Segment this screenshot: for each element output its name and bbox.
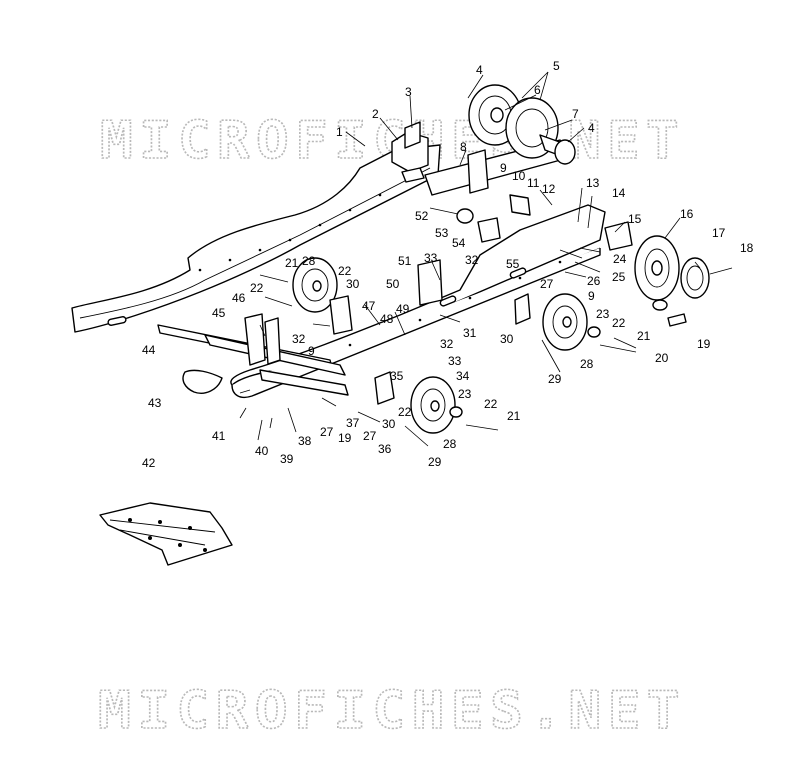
callout-53: 53 bbox=[435, 226, 449, 240]
callout-16: 16 bbox=[680, 207, 694, 221]
callout-45: 45 bbox=[212, 306, 226, 320]
callout-22-e: 22 bbox=[398, 405, 412, 419]
callout-29-a: 29 bbox=[548, 372, 562, 386]
callout-55: 55 bbox=[506, 257, 520, 271]
callout-33-b: 33 bbox=[448, 354, 462, 368]
callout-23-b: 23 bbox=[458, 387, 472, 401]
rail-bracket-upper bbox=[391, 121, 429, 173]
callout-4-lower: 4 bbox=[588, 121, 595, 135]
watermark-top: MICROFICHES.NET bbox=[100, 111, 685, 171]
callout-2: 2 bbox=[372, 107, 379, 121]
callout-27-c: 27 bbox=[363, 429, 377, 443]
callout-27-a: 27 bbox=[540, 277, 554, 291]
callout-32-c: 32 bbox=[440, 337, 454, 351]
callout-54: 54 bbox=[452, 236, 466, 250]
callout-22-b: 22 bbox=[250, 281, 264, 295]
end-wheel-assembly bbox=[604, 221, 733, 327]
callout-28-c: 28 bbox=[443, 437, 457, 451]
callout-4-upper: 4 bbox=[476, 63, 483, 77]
callout-21-a: 21 bbox=[285, 256, 299, 270]
callout-40: 40 bbox=[255, 444, 269, 458]
fasteners bbox=[239, 207, 637, 447]
callout-36: 36 bbox=[378, 442, 392, 456]
callout-6: 6 bbox=[534, 83, 541, 97]
callout-24: 24 bbox=[613, 252, 627, 266]
callout-31: 31 bbox=[463, 326, 477, 340]
callout-30-c: 30 bbox=[382, 417, 396, 431]
callout-27-b: 27 bbox=[320, 425, 334, 439]
spacers-and-blocks bbox=[417, 149, 531, 306]
callout-8: 8 bbox=[460, 140, 467, 154]
callout-18: 18 bbox=[740, 241, 754, 255]
cross-shafts bbox=[157, 313, 349, 396]
callout-38: 38 bbox=[298, 434, 312, 448]
callout-42: 42 bbox=[142, 456, 156, 470]
callout-43: 43 bbox=[148, 396, 162, 410]
callout-14: 14 bbox=[612, 186, 626, 200]
callout-19-a: 19 bbox=[697, 337, 711, 351]
left-rail bbox=[71, 144, 441, 333]
callout-46: 46 bbox=[232, 291, 246, 305]
callout-21-c: 21 bbox=[507, 409, 521, 423]
callout-23-a: 23 bbox=[596, 307, 610, 321]
callout-21-b: 21 bbox=[637, 329, 651, 343]
callout-44: 44 bbox=[142, 343, 156, 357]
callout-52: 52 bbox=[415, 209, 429, 223]
callout-17: 17 bbox=[712, 226, 726, 240]
callout-25: 25 bbox=[612, 270, 626, 284]
callout-41: 41 bbox=[212, 429, 226, 443]
callout-1: 1 bbox=[336, 125, 343, 139]
callout-22-a: 22 bbox=[338, 264, 352, 278]
callout-34: 34 bbox=[456, 369, 470, 383]
callout-9-b: 9 bbox=[588, 289, 595, 303]
callout-29-b: 29 bbox=[428, 455, 442, 469]
idler-wheel-right bbox=[514, 293, 637, 353]
idler-wheel-lower bbox=[374, 371, 499, 434]
watermark-bottom: MICROFICHES.NET bbox=[98, 681, 686, 741]
callout-48: 48 bbox=[380, 312, 394, 326]
callout-12: 12 bbox=[542, 182, 556, 196]
skid-plate bbox=[99, 502, 233, 566]
callout-30-a: 30 bbox=[346, 277, 360, 291]
callout-9-c: 9 bbox=[308, 344, 315, 358]
callout-39: 39 bbox=[280, 452, 294, 466]
callout-22-d: 22 bbox=[484, 397, 498, 411]
callout-3: 3 bbox=[405, 85, 412, 99]
callout-32-a: 32 bbox=[465, 253, 479, 267]
callout-28-b: 28 bbox=[580, 357, 594, 371]
callout-leaders bbox=[239, 71, 701, 441]
callout-32-b: 32 bbox=[292, 332, 306, 346]
callout-9-a: 9 bbox=[500, 161, 507, 175]
callout-labels: 1 2 3 4 4 5 6 7 8 9 9 9 10 11 12 13 14 1… bbox=[142, 59, 754, 470]
callout-20: 20 bbox=[655, 351, 669, 365]
callout-50: 50 bbox=[386, 277, 400, 291]
callout-26: 26 bbox=[587, 274, 601, 288]
callout-7: 7 bbox=[572, 107, 579, 121]
callout-22-c: 22 bbox=[612, 316, 626, 330]
callout-10: 10 bbox=[512, 169, 526, 183]
callout-5: 5 bbox=[553, 59, 560, 73]
callout-33-a: 33 bbox=[424, 251, 438, 265]
callout-28-a: 28 bbox=[302, 254, 316, 268]
callout-49: 49 bbox=[396, 302, 410, 316]
callout-13: 13 bbox=[586, 176, 600, 190]
callout-37: 37 bbox=[346, 416, 360, 430]
callout-35: 35 bbox=[390, 369, 404, 383]
rear-axle-assembly bbox=[401, 84, 576, 196]
callout-30-b: 30 bbox=[500, 332, 514, 346]
callout-19-b: 19 bbox=[338, 431, 352, 445]
idler-wheel-upper bbox=[292, 257, 353, 335]
callout-15: 15 bbox=[628, 212, 642, 226]
callout-11: 11 bbox=[527, 176, 540, 190]
stop-block bbox=[182, 369, 223, 394]
callout-47: 47 bbox=[362, 299, 376, 313]
callout-51: 51 bbox=[398, 254, 412, 268]
